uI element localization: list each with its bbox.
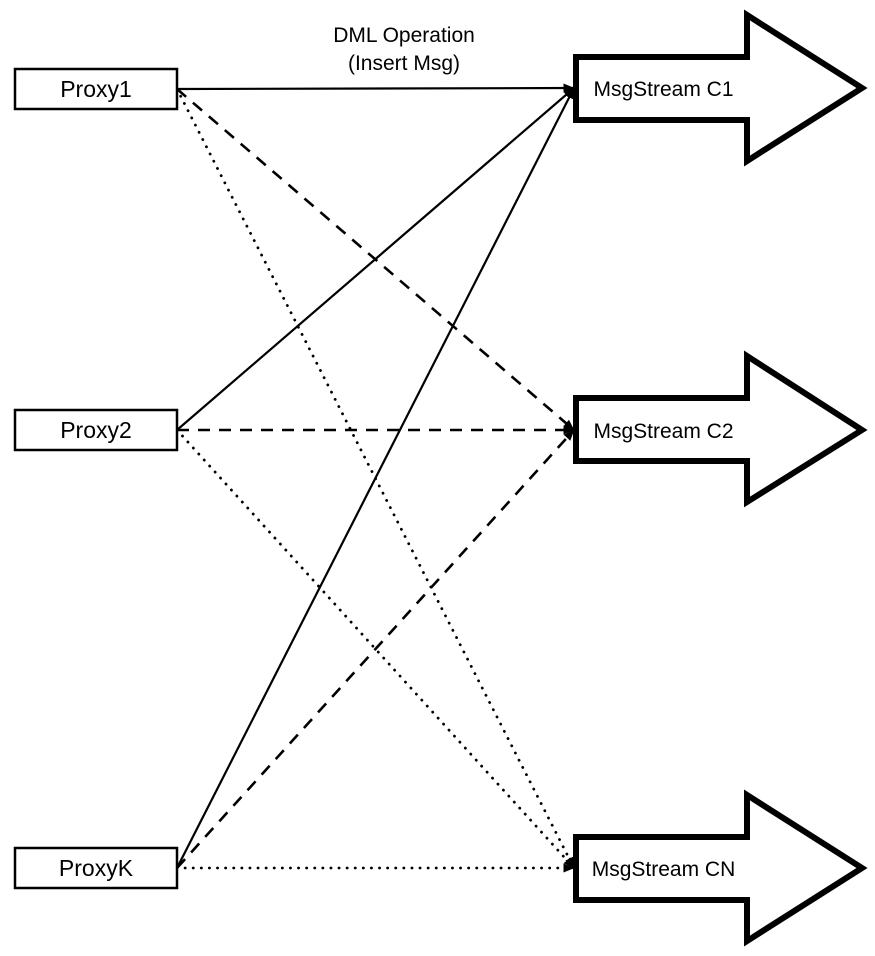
proxy-label-proxy2: Proxy2 [60,417,132,443]
edge-caption-line-1: DML Operation [333,24,475,47]
msgstream-node-cn[interactable]: MsgStream CN [573,789,868,947]
msgstream-label-cn: MsgStream CN [592,858,736,881]
proxy-box-proxy2[interactable] [13,408,179,452]
msgstream-arrow-c1[interactable] [573,9,868,167]
edge-proxy2-cn [175,428,576,870]
msgstream-label-c2: MsgStream C2 [593,420,733,443]
proxy-box-proxyK[interactable] [13,846,179,890]
edge-caption-line-2: (Insert Msg) [348,52,460,75]
edge-proxy1-c1 [176,83,575,93]
edge-proxyK-c2 [176,429,575,869]
msgstream-arrow-cn[interactable] [573,789,868,947]
proxy-node-proxy2[interactable]: Proxy2 [13,408,179,452]
proxy-label-proxy1: Proxy1 [60,76,132,102]
edge-proxy2-c1 [176,87,575,431]
edge-proxyK-c1 [176,87,575,869]
msgstream-arrow-c2[interactable] [573,350,868,508]
edges-layer [175,83,576,873]
msgstream-node-c2[interactable]: MsgStream C2 [573,350,868,508]
proxy-label-proxyK: ProxyK [59,855,134,881]
msgstream-label-c1: MsgStream C1 [593,78,733,101]
proxy-node-proxy1[interactable]: Proxy1 [13,67,179,111]
proxy-box-proxy1[interactable] [13,67,179,111]
msgstream-node-c1[interactable]: MsgStream C1 [573,9,868,167]
proxy-node-proxyK[interactable]: ProxyK [13,846,179,890]
